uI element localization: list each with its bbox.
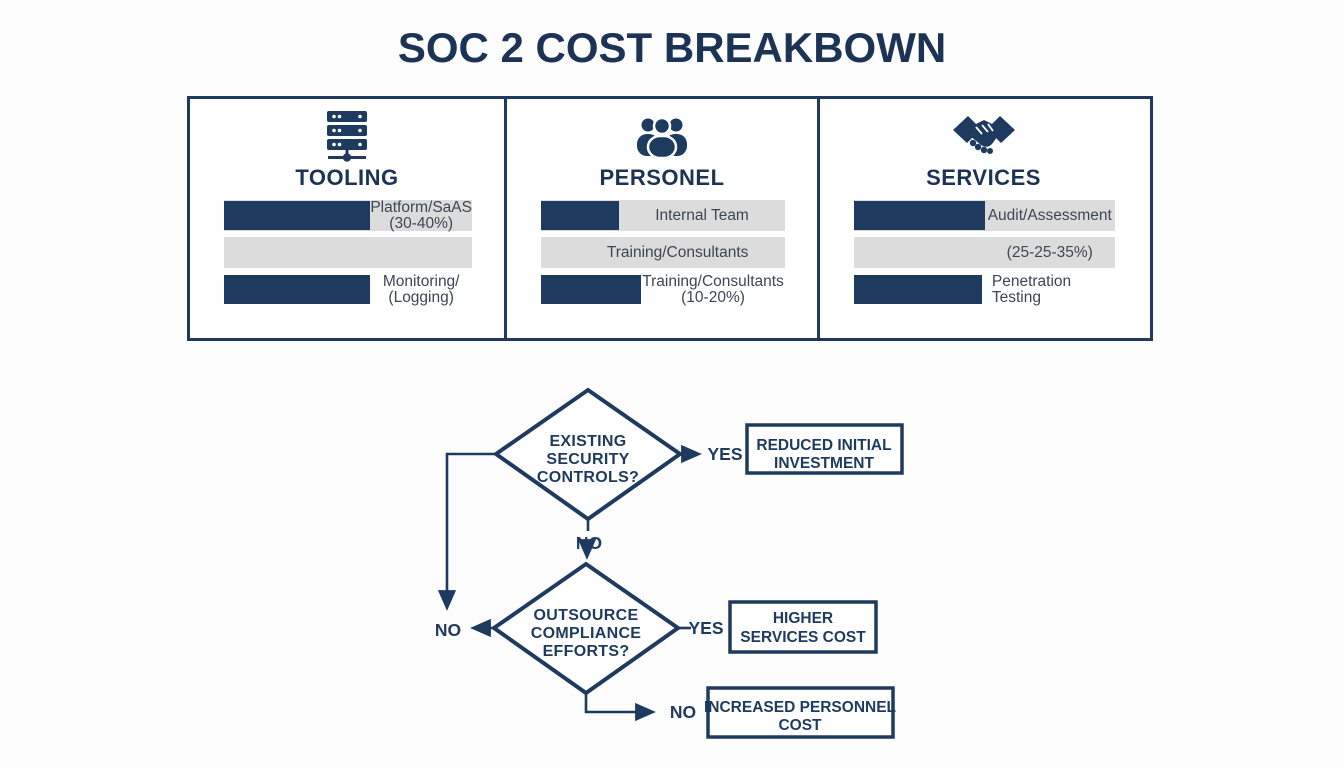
bar-label: Internal Team — [655, 206, 749, 224]
bar-row: Platform/SaAS (30-40%) — [224, 198, 472, 232]
bar-fill — [854, 275, 982, 304]
connector-no-bottom — [584, 693, 656, 722]
no-label-left: NO — [435, 620, 461, 640]
bar-row: Training/Consultants — [541, 237, 785, 268]
connector-left-loop — [437, 452, 496, 611]
cost-breakdown-panel: TOOLING Platform/SaAS (30-40%) — [187, 96, 1153, 341]
handshake-icon — [820, 109, 1147, 163]
column-heading-personel: PERSONEL — [599, 165, 725, 190]
bar-label: Training/Consultants (10-20%) — [642, 272, 784, 306]
outcome-box-higher-services-cost — [728, 600, 878, 654]
page-title: SOC 2 COST BREAKBOWN — [397, 24, 947, 71]
bar-row: Penetration Testing — [854, 272, 1115, 306]
bar-fill — [224, 275, 371, 304]
outcome-box-increased-personnel-cost — [706, 686, 895, 739]
outcome3-line2: COST — [778, 717, 822, 734]
bar-label: Monitoring/ (Logging) — [382, 272, 460, 306]
people-icon — [507, 109, 817, 163]
bar-label: Penetration Testing — [991, 272, 1072, 306]
bar-row: Training/Consultants (10-20%) — [541, 272, 785, 306]
bar-row: Audit/Assessment — [854, 200, 1115, 231]
flowchart: EXISTING SECURITY CONTROLS? OUTSOURCE CO… — [435, 387, 904, 739]
decision-diamond-existing-controls — [492, 387, 684, 522]
outcome2-line2: SERVICES COST — [740, 629, 866, 646]
no-label-bottom: NO — [670, 702, 696, 722]
bar-label — [224, 237, 472, 268]
bar-row: Internal Team — [541, 200, 785, 231]
column-heading-services: SERVICES — [926, 165, 1041, 190]
bar-row: (25-25-35%) — [854, 237, 1115, 268]
bar-row: Monitoring/ (Logging) — [224, 272, 472, 306]
outcome3-line1: INCREASED PERSONNEL — [704, 699, 896, 716]
bar-row — [224, 237, 472, 268]
bar-label: Platform/SaAS (30-40%) — [370, 198, 472, 232]
no-label-1: NO — [576, 533, 602, 553]
outcome-box-reduced-investment — [745, 423, 904, 475]
decision2-line2: COMPLIANCE — [531, 625, 642, 642]
bar-fill — [541, 201, 620, 230]
outcome2-line1: HIGHER — [773, 610, 833, 627]
yes-label-1: YES — [707, 444, 742, 464]
column-tooling: TOOLING Platform/SaAS (30-40%) — [190, 99, 507, 338]
bar-fill — [854, 201, 985, 230]
outcome1-line2: INVESTMENT — [774, 455, 874, 472]
bar-fill — [541, 275, 642, 304]
bar-label: Training/Consultants — [606, 243, 749, 261]
server-icon — [190, 109, 504, 163]
bar-fill — [224, 201, 371, 230]
personel-bars: Internal Team Training/Consultants — [541, 200, 785, 305]
decision2-line1: OUTSOURCE — [534, 607, 639, 624]
services-bars: Audit/Assessment (25-25-35%) — [854, 200, 1115, 305]
outcome1-line1: REDUCED INITIAL — [756, 437, 891, 454]
decision1-line3: CONTROLS? — [537, 469, 639, 486]
column-heading-tooling: TOOLING — [295, 165, 399, 190]
column-personel: PERSONEL Internal Team Training/Consulta… — [507, 99, 820, 338]
column-services: SERVICES Audit/Assessment (25-25-35%) — [820, 99, 1147, 338]
bar-label: Audit/Assessment — [987, 206, 1112, 224]
bar-label: (25-25-35%) — [1006, 243, 1093, 261]
yes-label-2: YES — [688, 618, 723, 638]
decision1-line1: EXISTING — [549, 433, 626, 450]
decision1-line2: SECURITY — [546, 451, 629, 468]
tooling-bars: Platform/SaAS (30-40%) Mon — [224, 198, 472, 306]
decision2-line3: EFFORTS? — [543, 643, 630, 660]
decision-diamond-outsource-compliance — [490, 561, 682, 696]
